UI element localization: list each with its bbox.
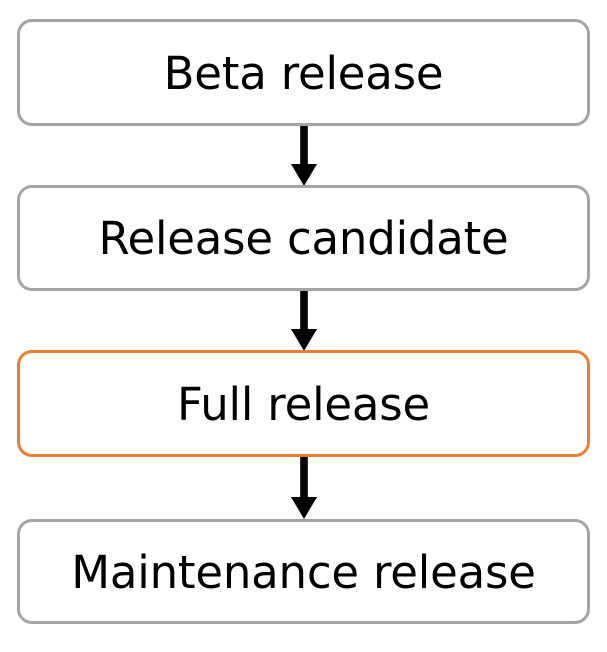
flow-connector-release-candidate-to-full-release bbox=[288, 289, 320, 352]
flow-node-label: Maintenance release bbox=[71, 545, 536, 599]
flow-node-beta-release[interactable]: Beta release bbox=[17, 19, 590, 126]
flow-node-label: Full release bbox=[177, 377, 430, 431]
flow-node-label: Beta release bbox=[163, 46, 444, 100]
flow-connector-full-release-to-maintenance-release bbox=[288, 455, 320, 521]
flow-node-label: Release candidate bbox=[98, 212, 509, 266]
flow-node-release-candidate[interactable]: Release candidate bbox=[17, 185, 590, 291]
flow-node-maintenance-release[interactable]: Maintenance release bbox=[17, 519, 590, 624]
flow-connector-beta-to-release-candidate bbox=[288, 124, 320, 187]
flow-node-full-release[interactable]: Full release bbox=[17, 350, 590, 457]
